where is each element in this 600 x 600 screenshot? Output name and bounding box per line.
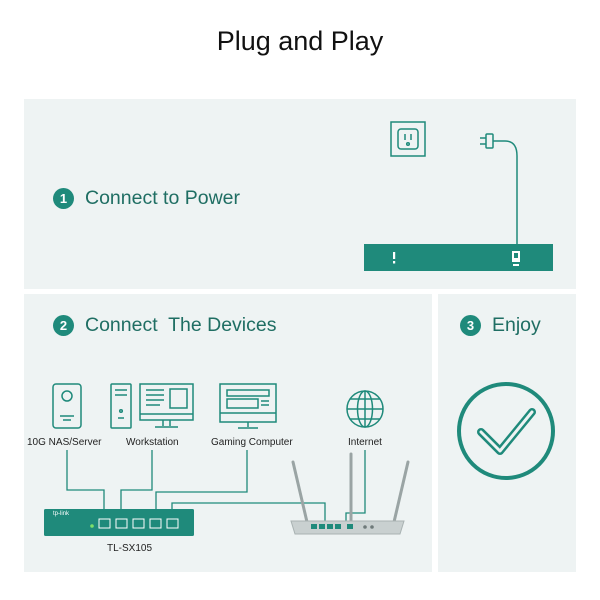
- step-number-badge: 1: [53, 188, 74, 209]
- step-connect-devices: 2 Connect The Devices: [53, 314, 277, 337]
- gaming-computer-label: Gaming Computer: [211, 437, 293, 448]
- router-icon: [290, 452, 410, 535]
- step-label: Connect to Power: [85, 187, 241, 209]
- network-cables: [66, 450, 366, 524]
- nas-label: 10G NAS/Server: [27, 437, 102, 448]
- wall-outlet-icon: [390, 121, 426, 157]
- step-label: Enjoy: [492, 314, 541, 336]
- power-plug-icon: [480, 133, 518, 244]
- internet-globe-icon: [346, 390, 384, 428]
- workstation-icon: [110, 383, 194, 429]
- step-connect-power: 1 Connect to Power: [53, 187, 240, 210]
- internet-label: Internet: [348, 437, 382, 448]
- switch-model-label: TL-SX105: [107, 543, 153, 554]
- step-label: Connect The Devices: [85, 314, 277, 336]
- step-number-badge: 3: [460, 315, 481, 336]
- nas-server-icon: [52, 383, 82, 429]
- switch-brand-logo: tp-link: [53, 511, 70, 517]
- workstation-label: Workstation: [126, 437, 179, 448]
- page-title: Plug and Play: [216, 26, 384, 56]
- step-number-badge: 2: [53, 315, 74, 336]
- gaming-computer-icon: [219, 383, 277, 429]
- step-enjoy: 3 Enjoy: [460, 314, 541, 337]
- switch-rear-icon: [364, 244, 553, 271]
- check-mark-icon: [457, 382, 555, 480]
- switch-front-icon: [44, 509, 194, 536]
